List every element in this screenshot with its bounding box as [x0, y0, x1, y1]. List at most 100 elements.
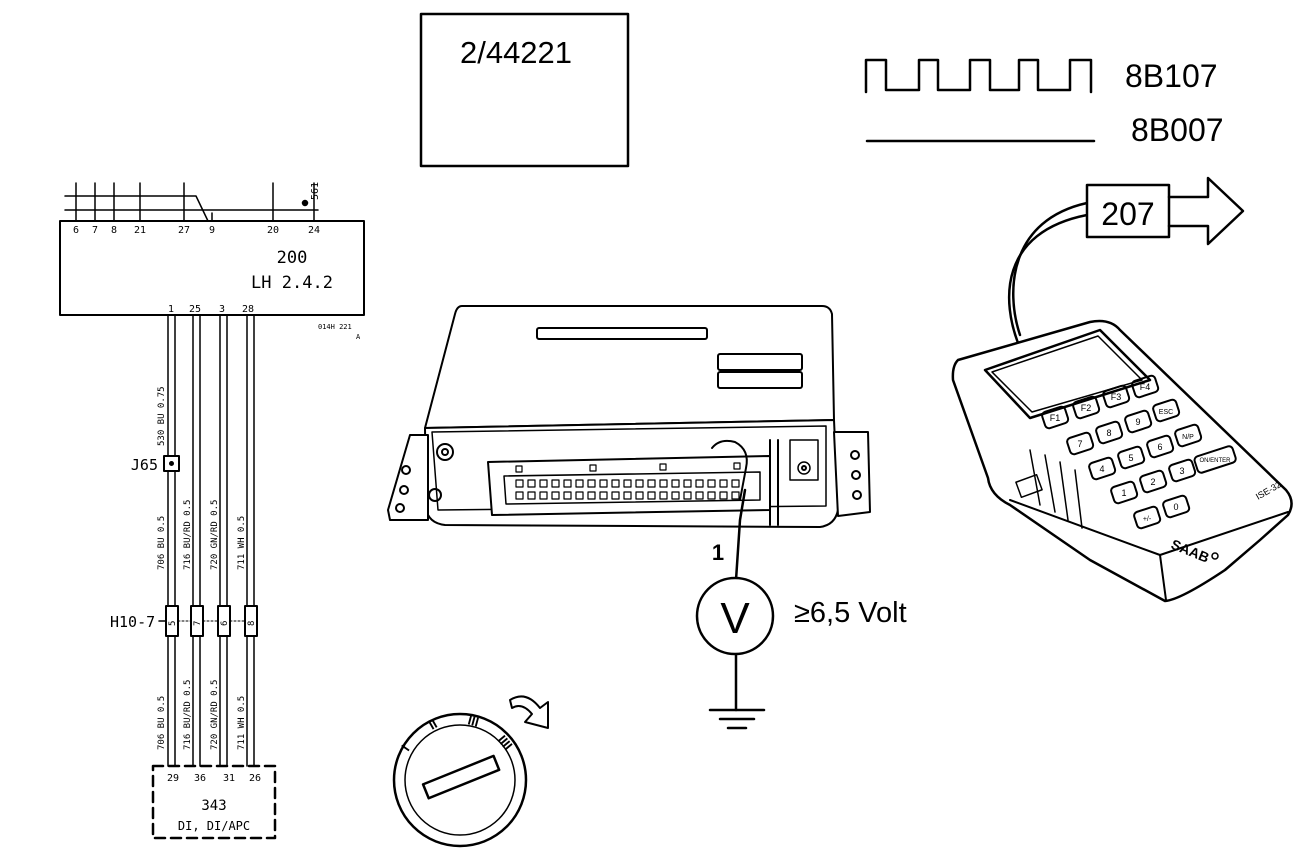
reference-label: 2/44221 — [460, 35, 572, 70]
ecu-pin-label: 1 — [168, 304, 174, 315]
ignition-key-slot — [421, 754, 501, 800]
wire-label: 720 GN/RD 0.5 — [210, 500, 220, 570]
wire-label: 530 BU 0.75 — [157, 386, 167, 446]
reference-box: 2/44221 — [419, 12, 630, 168]
key-7: 7 — [1066, 431, 1095, 456]
ground-symbol — [708, 708, 766, 730]
pulse-waveform — [864, 58, 1093, 94]
svg-text:3: 3 — [1179, 466, 1184, 476]
splice-j65: J65 — [131, 455, 180, 474]
voltage-reading: ≥6,5 Volt — [794, 597, 907, 629]
ecu-pin-label: 8 — [111, 225, 117, 236]
ignition-switch: I II III IIII — [392, 695, 549, 848]
handheld-tester: F1 F2 F3 F4 7 8 9 ESC 4 5 6 N/P 1 2 3 ON… — [951, 319, 1293, 603]
ecu-pin-label: 25 — [189, 304, 201, 315]
ecu-drawing-ref: 014H 221 — [318, 323, 352, 331]
key-f4: F4 — [1131, 374, 1160, 399]
steady-signal-code: 8B007 — [1131, 112, 1224, 148]
key-f1: F1 — [1041, 405, 1070, 430]
connector-pin: 7 — [193, 621, 203, 626]
connector-pin: 5 — [168, 621, 178, 626]
wire-label: 720 GN/RD 0.5 — [210, 680, 220, 750]
key-5: 5 — [1117, 445, 1146, 470]
ecu-pin-label: 24 — [308, 225, 320, 236]
ecu-pin-label: 27 — [178, 225, 190, 236]
ecu-pin-label: 3 — [219, 304, 225, 315]
wire-label: 706 BU 0.5 — [157, 696, 167, 750]
lower-wire-labels: 706 BU 0.5 716 BU/RD 0.5 720 GN/RD 0.5 7… — [157, 680, 247, 750]
tester-command: 207 — [1007, 176, 1245, 350]
svg-text:ON/ENTER: ON/ENTER — [1199, 458, 1231, 464]
key-plus-minus: +/- — [1133, 505, 1162, 530]
wire-label: 706 BU 0.5 — [157, 516, 167, 570]
connector-pin: 8 — [247, 621, 257, 626]
voltmeter-letter: V — [720, 594, 750, 643]
connector-pin: 6 — [220, 621, 230, 626]
ecu-number: 200 — [277, 248, 308, 268]
ecu-bottom-pin-labels: 1 25 3 28 — [168, 304, 254, 315]
position-label: III — [466, 712, 480, 729]
module-343: 29 36 31 26 343 DI, DI/APC — [151, 764, 277, 840]
ecu-housing-top — [424, 305, 835, 429]
module-pin: 26 — [249, 773, 261, 784]
key-esc: ESC — [1152, 398, 1181, 423]
svg-text:2: 2 — [1150, 477, 1155, 487]
ecu-top-pin-labels: 6 7 8 21 27 9 20 24 — [73, 225, 320, 236]
splice-label: J65 — [131, 456, 158, 474]
key-2: 2 — [1139, 469, 1168, 494]
wiring-harness — [167, 314, 255, 767]
ecu-pin-label: 6 — [73, 225, 79, 236]
ecu-pin-label: 9 — [209, 225, 215, 236]
svg-text:N/P: N/P — [1182, 434, 1194, 441]
svg-text:F1: F1 — [1050, 413, 1061, 423]
ecu-pin-label: 7 — [92, 225, 98, 236]
wire-label: 716 BU/RD 0.5 — [183, 500, 193, 570]
ecu-top-wire-number: 561 — [310, 182, 321, 200]
key-6: 6 — [1146, 434, 1175, 459]
ecu-box — [59, 220, 365, 316]
key-enter: ON/ENTER — [1193, 445, 1237, 474]
upper-wire-labels: 530 BU 0.75 706 BU 0.5 716 BU/RD 0.5 720… — [157, 386, 247, 570]
module-pin: 31 — [223, 773, 235, 784]
ecu-drawing-ref-suffix: A — [356, 333, 361, 341]
module-name: DI, DI/APC — [178, 819, 250, 833]
pulsed-signal-code: 8B107 — [1125, 58, 1218, 94]
key-np: N/P — [1174, 423, 1203, 448]
svg-text:6: 6 — [1157, 442, 1162, 452]
key-0: 0 — [1162, 494, 1191, 519]
key-8: 8 — [1095, 420, 1124, 445]
svg-text:9: 9 — [1135, 417, 1140, 427]
svg-text:0: 0 — [1173, 502, 1178, 512]
svg-text:+/-: +/- — [1143, 516, 1152, 523]
svg-text:ESC: ESC — [1159, 409, 1173, 416]
output-arrow — [1167, 176, 1245, 246]
svg-text:1: 1 — [1121, 488, 1126, 498]
svg-text:F3: F3 — [1111, 392, 1122, 402]
tester-keypad: F1 F2 F3 F4 7 8 9 ESC 4 5 6 N/P 1 2 3 ON… — [1041, 374, 1237, 530]
ecu-housing — [387, 305, 871, 528]
wire-label: 711 WH 0.5 — [237, 696, 247, 750]
rotation-arrow — [509, 695, 549, 729]
module-pin: 29 — [167, 773, 179, 784]
ecu-name: LH 2.4.2 — [251, 273, 333, 293]
key-3: 3 — [1168, 458, 1197, 483]
command-box — [1085, 183, 1171, 239]
connector-pins — [515, 479, 740, 500]
svg-text:F4: F4 — [1140, 382, 1151, 392]
wire-label: 711 WH 0.5 — [237, 516, 247, 570]
ecu-pin-label: 28 — [242, 304, 254, 315]
svg-text:8: 8 — [1106, 428, 1111, 438]
key-f3: F3 — [1102, 384, 1131, 409]
probe-lead — [734, 488, 747, 582]
signal-legend: 8B107 8B007 — [864, 58, 1224, 148]
key-4: 4 — [1088, 456, 1117, 481]
wire-label: 716 BU/RD 0.5 — [183, 680, 193, 750]
svg-text:4: 4 — [1099, 464, 1104, 474]
voltmeter-symbol — [695, 576, 775, 656]
svg-text:F2: F2 — [1081, 403, 1092, 413]
ecu-pin-label: 21 — [134, 225, 146, 236]
ecu-connector — [487, 455, 771, 516]
position-label: I — [398, 742, 412, 754]
